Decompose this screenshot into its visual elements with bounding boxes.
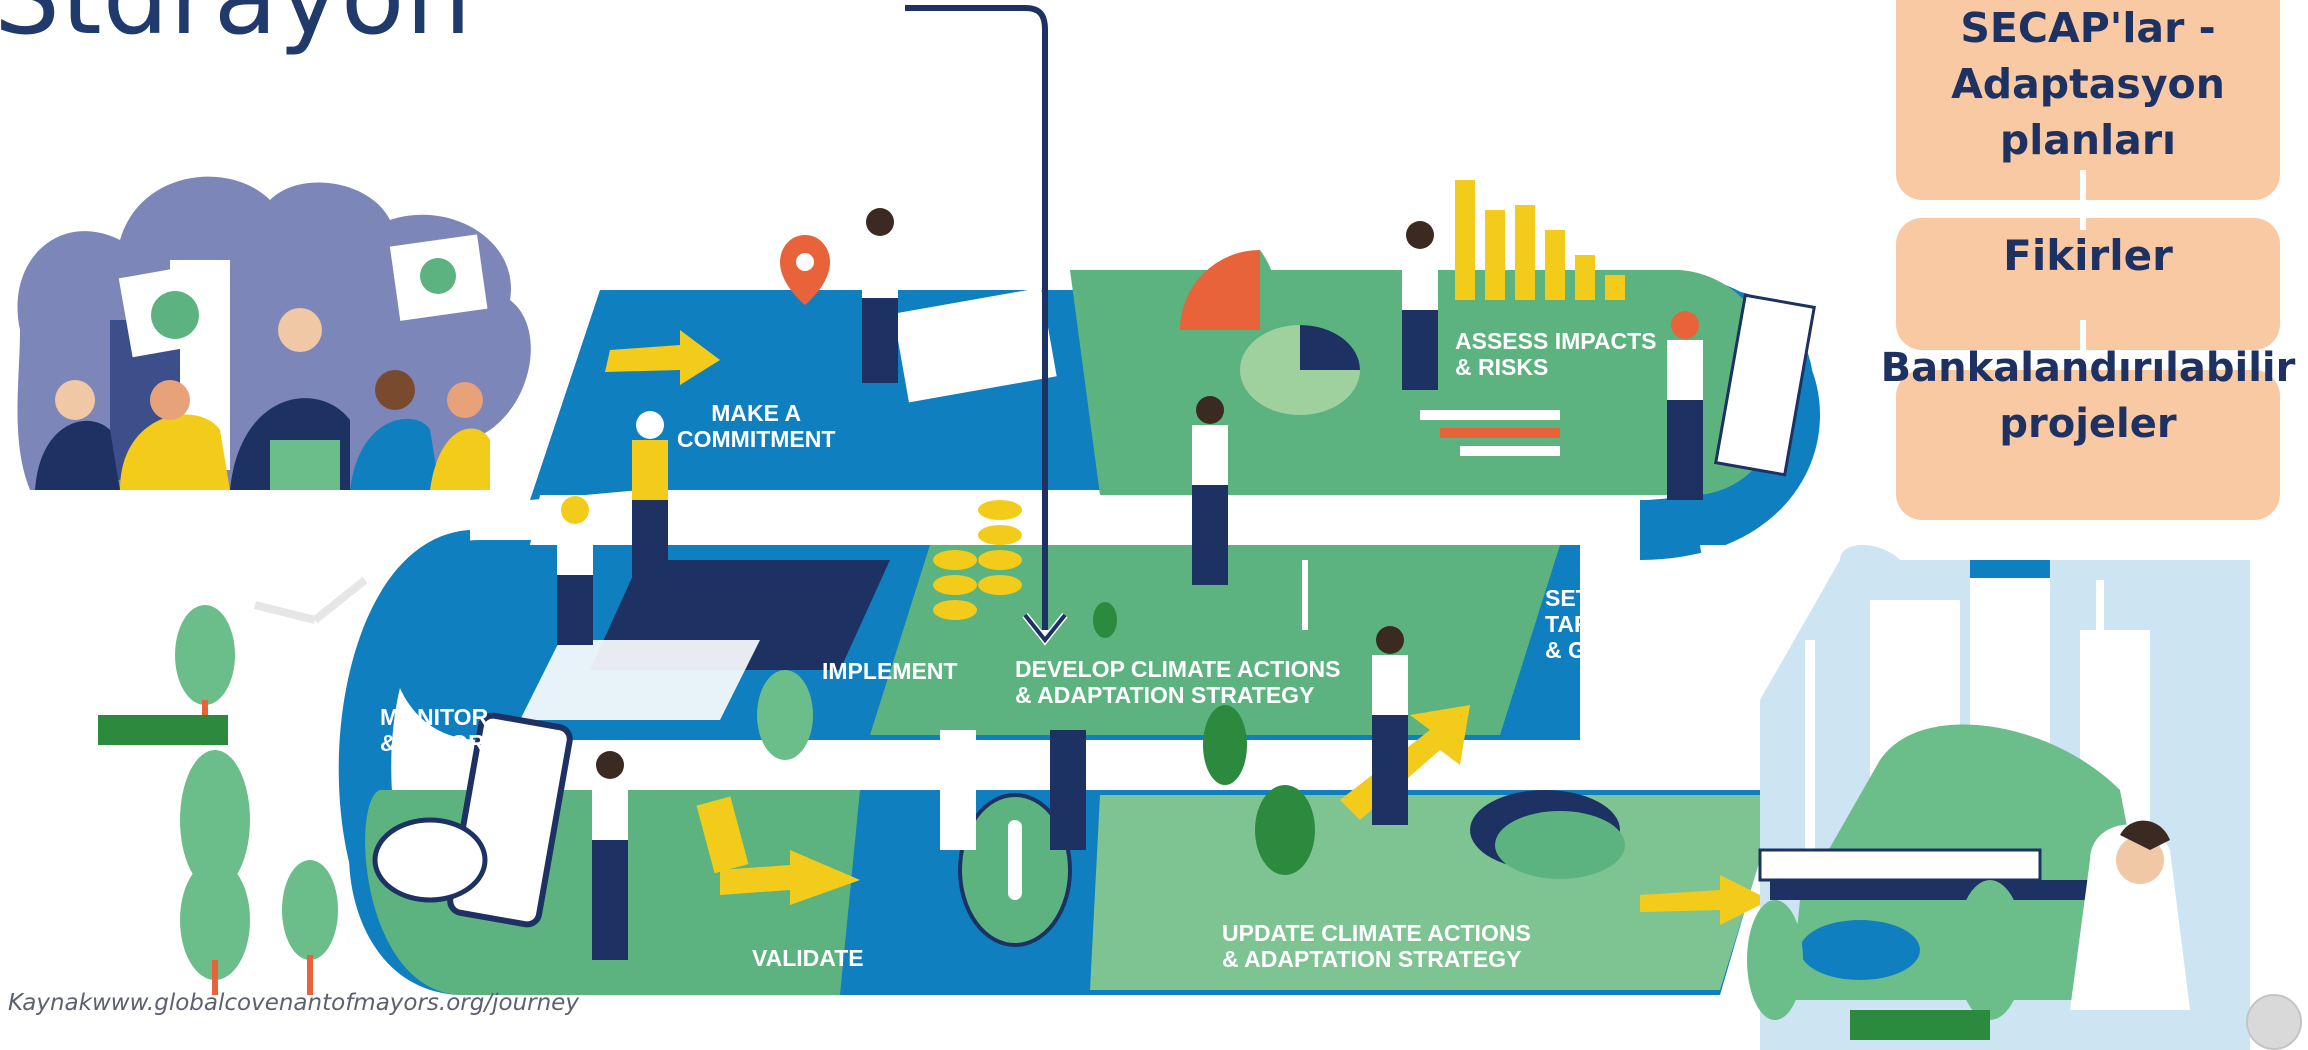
- page-indicator-dot[interactable]: [2246, 994, 2302, 1050]
- connector-arrow: [905, 5, 1068, 646]
- ideas-box: [1896, 218, 2280, 350]
- ideas-label: Fikirler: [2003, 231, 2173, 280]
- step-label-develop-climate-actions: DEVELOP CLIMATE ACTIONS & ADAPTATION STR…: [1015, 656, 1341, 708]
- bankable-projects-label: Bankalandırılabilir projeler: [1880, 345, 2296, 447]
- step-label-monitor-report: MONITOR & REPORT: [380, 704, 499, 756]
- step-label-validate: VALIDATE: [752, 945, 864, 971]
- right-city: [1747, 545, 2250, 1050]
- left-landscape: [98, 576, 1315, 995]
- source-caption: Kaynakwww.globalcovenantofmayors.org/jou…: [8, 990, 579, 1016]
- protest-crowd-illustration: [17, 176, 531, 490]
- page-heading: Stdrayon: [0, 0, 472, 58]
- secap-plans-box: [1896, 0, 2280, 200]
- bankable-projects-box: [1896, 370, 2280, 520]
- box-connector-line: [2080, 170, 2086, 230]
- step-label-make-a-commitment: MAKE A COMMITMENT: [677, 400, 836, 452]
- step-label-set-targets-goals: SET TARGETS & GOALS: [1545, 585, 1654, 663]
- people-figures: [557, 208, 1703, 960]
- secap-plans-label: SECAP'lar - Adaptasyon planları: [1951, 4, 2225, 164]
- step-label-implement: IMPLEMENT: [822, 658, 958, 684]
- step-label-assess-impacts-risks: ASSESS IMPACTS & RISKS: [1455, 328, 1657, 380]
- box-connector-line: [2080, 320, 2086, 360]
- step-label-update-climate-actions: UPDATE CLIMATE ACTIONS & ADAPTATION STRA…: [1222, 920, 1531, 972]
